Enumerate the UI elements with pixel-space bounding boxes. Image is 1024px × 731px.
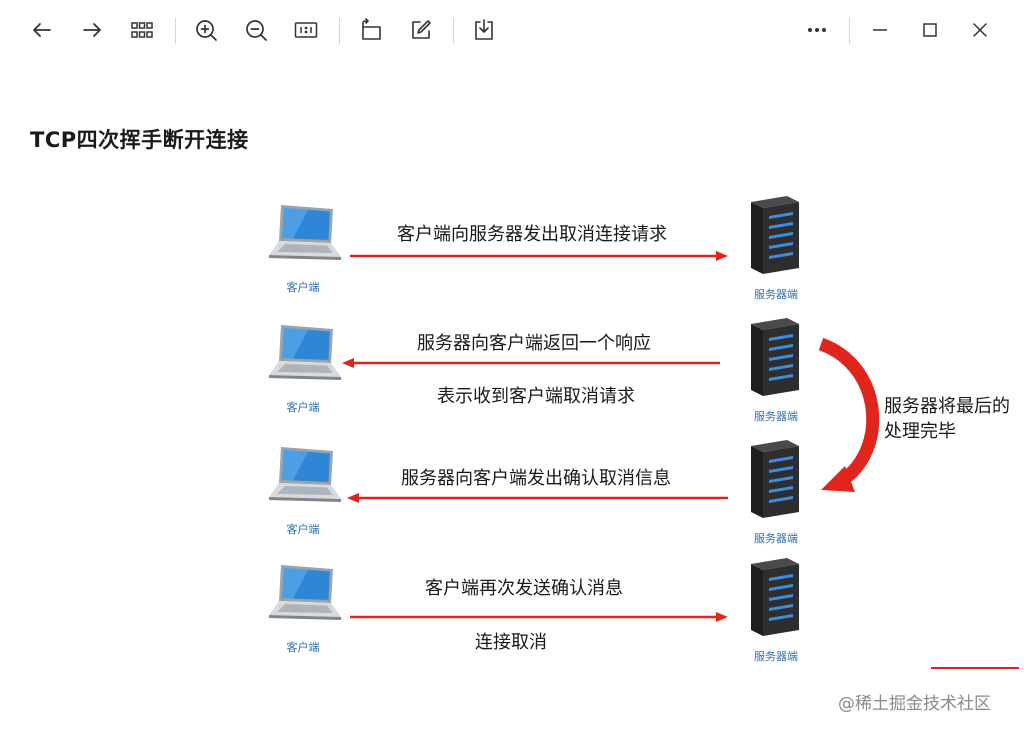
client-laptop: 客户端: [263, 323, 343, 414]
step-2-message: 服务器向客户端返回一个响应: [417, 333, 651, 354]
zoom-in-button[interactable]: [188, 12, 224, 48]
arrow-client-to-server: [350, 612, 728, 622]
maximize-button[interactable]: [912, 12, 948, 48]
edit-icon: [412, 20, 431, 39]
arrow-client-to-server: [350, 251, 728, 261]
client-label: 客户端: [286, 401, 320, 414]
rotate-icon: [362, 18, 381, 40]
toolbar-divider: [175, 18, 176, 44]
server-label: 服务器端: [754, 532, 798, 545]
watermark: @稀土掘金技术社区: [838, 694, 991, 714]
client-label: 客户端: [286, 523, 320, 536]
toolbar-divider: [339, 18, 340, 44]
laptop-icon: [263, 323, 343, 385]
rotate-button[interactable]: [353, 12, 389, 48]
step-4-message: 客户端再次发送确认消息: [425, 578, 623, 599]
actual-size-button[interactable]: [288, 12, 324, 48]
side-note: 服务器将最后的 处理完毕: [884, 394, 1024, 444]
close-icon: [973, 23, 987, 37]
step-3-message: 服务器向客户端发出确认取消信息: [401, 468, 671, 489]
actual-size-icon: [294, 22, 318, 38]
minimize-icon: [873, 29, 887, 31]
viewer-toolbar: [0, 0, 1024, 62]
server-label: 服务器端: [754, 288, 798, 301]
grid-icon: [131, 22, 153, 38]
step-2-note: 表示收到客户端取消请求: [437, 386, 635, 407]
arrow-right-icon: [83, 23, 101, 37]
edit-button[interactable]: [403, 12, 439, 48]
download-icon: [475, 19, 493, 40]
server-tower: 服务器端: [731, 316, 821, 428]
arrow-server-to-client: [347, 493, 728, 503]
more-button[interactable]: [799, 12, 835, 48]
slide-title: TCP四次挥手断开连接: [30, 128, 249, 152]
laptop-icon: [263, 445, 343, 507]
client-laptop: 客户端: [263, 445, 343, 536]
server-icon: [743, 194, 803, 276]
side-note-line-1: 服务器将最后的: [884, 396, 1010, 417]
server-label: 服务器端: [754, 650, 798, 663]
zoom-in-icon: [196, 20, 217, 41]
side-note-line-2: 处理完毕: [884, 421, 956, 442]
more-icon: [808, 28, 826, 32]
client-laptop: 客户端: [263, 203, 343, 294]
zoom-out-button[interactable]: [238, 12, 274, 48]
arrow-server-to-client: [342, 358, 720, 368]
client-label: 客户端: [286, 281, 320, 294]
server-icon: [743, 556, 803, 638]
minimize-button[interactable]: [862, 12, 898, 48]
arrow-left-icon: [33, 23, 51, 37]
close-button[interactable]: [962, 12, 998, 48]
zoom-out-icon: [246, 20, 267, 41]
forward-button[interactable]: [74, 12, 110, 48]
toolbar-divider: [849, 18, 850, 44]
step-4-note: 连接取消: [475, 632, 547, 653]
back-button[interactable]: [24, 12, 60, 48]
server-tower: 服务器端: [731, 438, 821, 550]
processing-curved-arrow: [818, 337, 880, 492]
maximize-icon: [923, 23, 937, 37]
server-tower: 服务器端: [731, 194, 821, 306]
download-button[interactable]: [466, 12, 502, 48]
client-laptop: 客户端: [263, 563, 343, 654]
laptop-icon: [263, 203, 343, 265]
server-icon: [743, 316, 803, 398]
toolbar-divider: [453, 18, 454, 44]
server-tower: 服务器端: [731, 556, 821, 668]
server-label: 服务器端: [754, 410, 798, 423]
decorative-red-line: [931, 667, 1019, 669]
server-icon: [743, 438, 803, 520]
grid-view-button[interactable]: [124, 12, 160, 48]
laptop-icon: [263, 563, 343, 625]
step-1-message: 客户端向服务器发出取消连接请求: [397, 224, 667, 245]
client-label: 客户端: [286, 641, 320, 654]
